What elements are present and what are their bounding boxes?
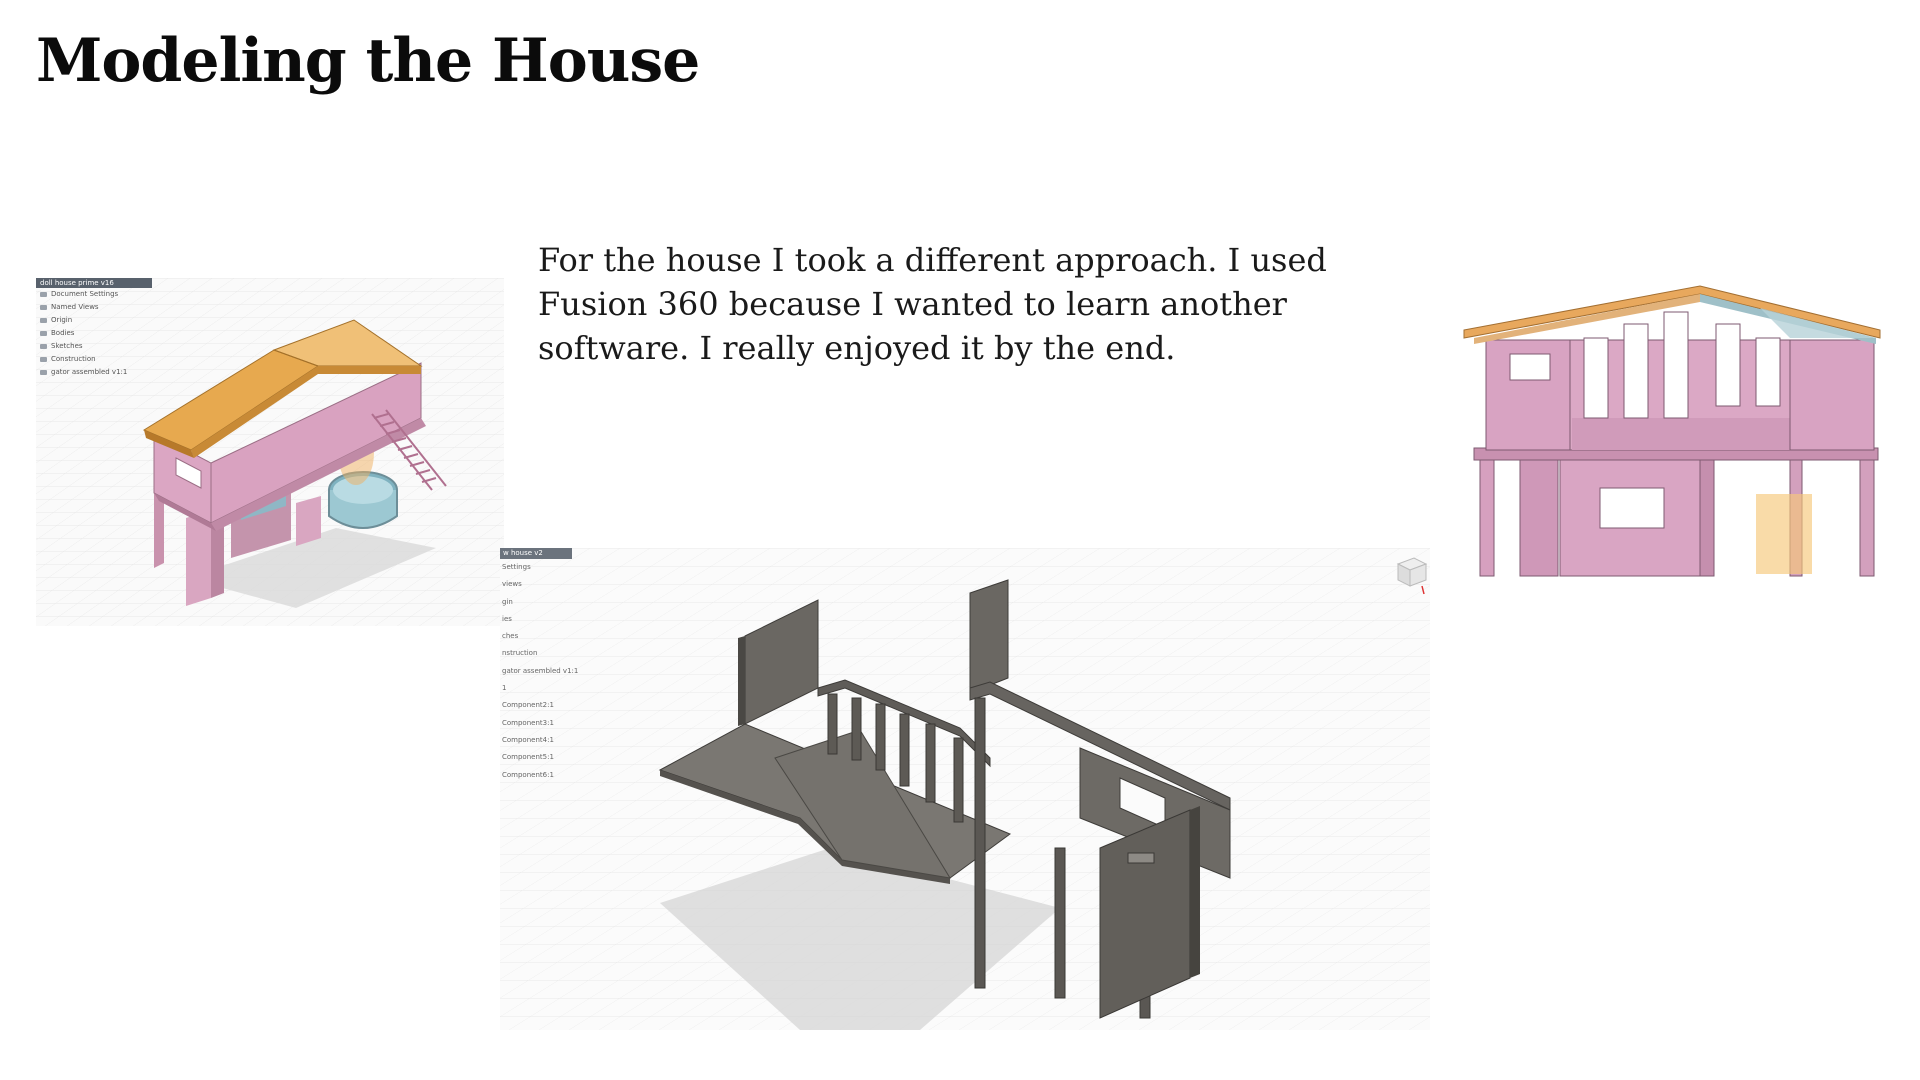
browser-item[interactable]: Origin — [36, 314, 152, 327]
browser-item[interactable]: Component3:1 — [502, 718, 554, 727]
browser-item[interactable]: Settings — [502, 563, 531, 571]
browser-item[interactable]: Bodies — [36, 327, 152, 340]
fusion-browser-panel: doll house prime v16 Document Settings N… — [36, 278, 152, 379]
browser-item[interactable]: 1 — [502, 684, 507, 693]
folder-icon — [40, 318, 47, 323]
browser-item[interactable]: Document Settings — [36, 288, 152, 301]
browser-item[interactable]: Component2:1 — [502, 701, 554, 710]
browser-item[interactable]: Component6:1 — [502, 770, 554, 779]
browser-item[interactable]: Construction — [36, 353, 152, 366]
folder-icon — [40, 305, 47, 310]
folder-icon — [40, 357, 47, 362]
colored-isometric-render: doll house prime v16 Document Settings N… — [36, 278, 504, 626]
gear-icon — [40, 292, 47, 297]
browser-item[interactable]: nstruction — [502, 649, 538, 658]
viewcube-icon[interactable] — [1394, 550, 1428, 596]
browser-item[interactable]: gin — [502, 597, 513, 606]
gray-isometric-render: w house v2 Settings views gin ies ches n… — [500, 548, 1430, 1030]
folder-icon — [40, 344, 47, 349]
gray-frame-drawing — [500, 548, 1430, 1030]
colored-house-drawing — [36, 278, 504, 626]
front-elevation-drawing — [1460, 278, 1884, 588]
browser-item[interactable]: gator assembled v1:1 — [502, 666, 579, 675]
browser-item[interactable]: ches — [502, 632, 519, 641]
browser-header[interactable]: w house v2 — [500, 548, 572, 559]
fusion-browser-panel-cropped: w house v2 Settings views gin ies ches n… — [500, 548, 578, 784]
page-title: Modeling the House — [36, 26, 700, 96]
folder-icon — [40, 331, 47, 336]
browser-item[interactable]: ies — [502, 614, 512, 623]
browser-item[interactable]: Component4:1 — [502, 735, 554, 744]
browser-item[interactable]: Sketches — [36, 340, 152, 353]
browser-item[interactable]: gator assembled v1:1 — [36, 366, 152, 379]
front-elevation-render — [1460, 278, 1884, 588]
browser-header[interactable]: doll house prime v16 — [36, 278, 152, 288]
browser-item[interactable]: views — [502, 580, 522, 589]
description-paragraph: For the house I took a different approac… — [538, 241, 1327, 367]
link-icon — [40, 370, 47, 375]
browser-item[interactable]: Component5:1 — [502, 753, 554, 762]
browser-item[interactable]: Named Views — [36, 301, 152, 314]
